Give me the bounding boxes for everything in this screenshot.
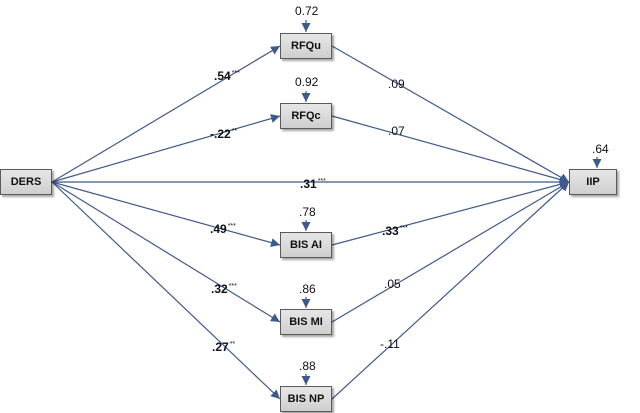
node-bis-ai: BIS AI [280, 232, 332, 258]
residual-bis-mi: .86 [299, 282, 316, 296]
residual-bis-np: .88 [299, 359, 316, 373]
path-bis-ai-iip [331, 179, 570, 246]
coef-ders-bis-mi: .32*** [211, 282, 237, 296]
path-ders-rfqc [51, 114, 281, 183]
coef-ders-rfqu-value: .54 [214, 69, 231, 83]
node-rfqu: RFQu [280, 33, 332, 59]
residual-iip: .64 [592, 142, 609, 156]
coef-ders-iip-value: .31 [300, 177, 317, 191]
coef-ders-bis-mi-value: .32 [211, 282, 228, 296]
coef-ders-bis-np: .27** [212, 340, 235, 354]
coef-ders-rfqc: -.22** [210, 127, 237, 141]
node-bis-mi: BIS MI [280, 309, 332, 335]
coef-ders-bis-np-value: .27 [212, 340, 229, 354]
coef-ders-bis-ai-sig: *** [227, 223, 236, 230]
coef-bis-mi-iip: .05 [384, 277, 401, 291]
coef-bis-ai-iip: .33*** [382, 224, 408, 238]
residual-rfqu: 0.72 [295, 4, 319, 18]
path-rfqu-iip [331, 45, 570, 183]
path-ders-rfqu [51, 45, 281, 183]
path-rfqc-iip [331, 115, 570, 184]
coef-ders-bis-np-sig: ** [229, 341, 236, 348]
path-ders-bis-ai [51, 181, 281, 247]
residual-bis-ai: .78 [299, 205, 316, 219]
coef-bis-np-iip: -.11 [380, 337, 400, 351]
node-iip: IIP [569, 169, 617, 195]
coef-ders-rfqc-sig: ** [231, 128, 238, 135]
coef-ders-iip: .31*** [300, 177, 326, 191]
coef-ders-bis-mi-sig: *** [228, 283, 237, 290]
coef-bis-ai-iip-sig: *** [399, 225, 408, 232]
coef-ders-rfqu-sig: *** [231, 70, 240, 77]
coef-ders-rfqu: .54*** [214, 69, 240, 83]
coef-rfqc-iip: .07 [388, 124, 405, 138]
coef-rfqu-iip: .09 [388, 77, 405, 91]
node-rfqc: RFQc [280, 103, 332, 129]
node-bis-np: BIS NP [280, 386, 332, 412]
path-ders-bis-np [51, 181, 281, 400]
coef-bis-ai-iip-value: .33 [382, 224, 399, 238]
node-ders: DERS [0, 169, 52, 195]
coef-ders-bis-ai-value: .49 [210, 222, 227, 236]
coef-ders-rfqc-value: -.22 [210, 127, 231, 141]
coef-ders-bis-ai: .49*** [210, 222, 236, 236]
coef-ders-iip-sig: *** [317, 178, 326, 185]
residual-rfqc: 0.92 [295, 75, 319, 89]
path-bis-mi-iip [331, 181, 570, 323]
path-ders-bis-mi [51, 181, 281, 323]
path-bis-np-iip [331, 181, 570, 400]
